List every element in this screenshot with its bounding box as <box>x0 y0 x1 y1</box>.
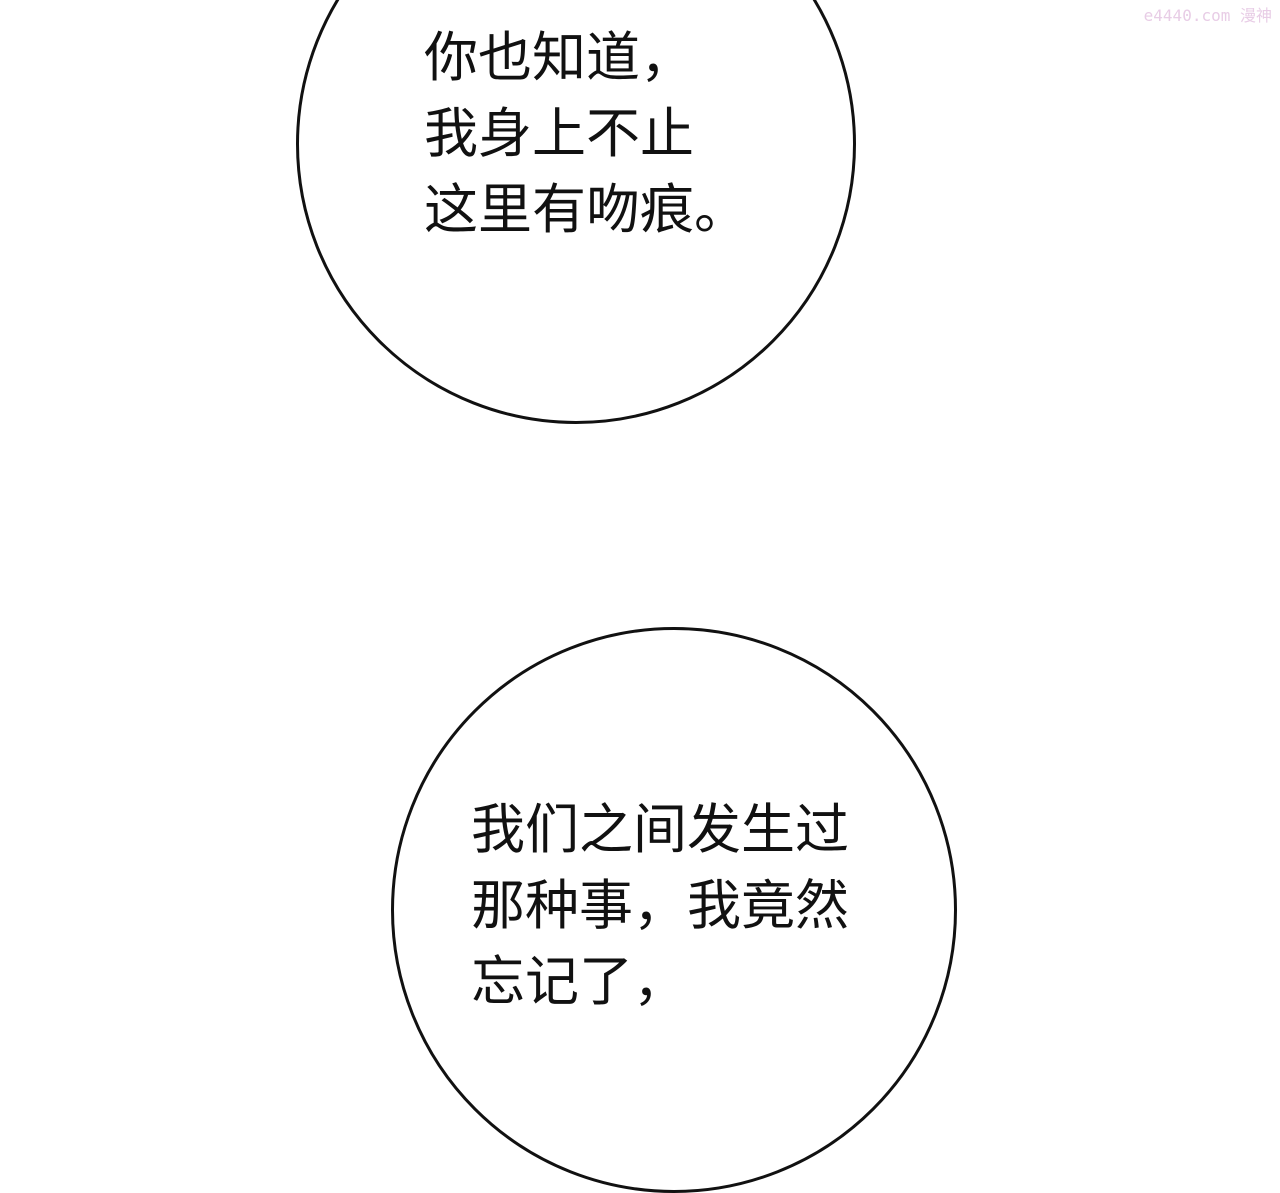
bubble-2-text: 我们之间发生过 那种事，我竟然 忘记了， <box>471 792 849 1020</box>
text-line: 我们之间发生过 <box>471 798 849 861</box>
text-line: 你也知道， <box>424 26 694 89</box>
text-line: 这里有吻痕。 <box>424 178 748 241</box>
watermark: e4440.com 漫神 <box>1143 6 1272 25</box>
text-line: 我身上不止 <box>424 102 694 165</box>
text-line: 那种事，我竟然 <box>471 874 849 937</box>
text-line: 忘记了， <box>471 950 687 1013</box>
bubble-1-text: 你也知道， 我身上不止 这里有吻痕。 <box>424 20 748 248</box>
